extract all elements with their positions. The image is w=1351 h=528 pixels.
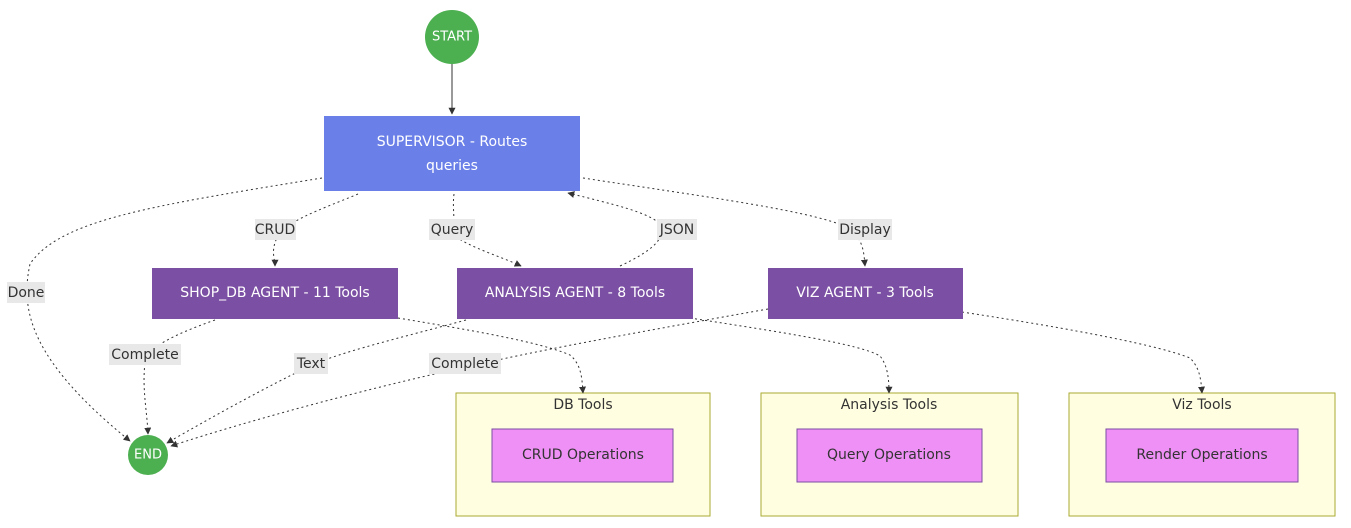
cluster-title-viz-tools: Viz Tools bbox=[1172, 397, 1231, 413]
edge-viz-viz-tools bbox=[961, 311, 1206, 394]
svg-text:Query: Query bbox=[431, 222, 474, 238]
node-supervisor-label-line1: SUPERVISOR - Routes bbox=[377, 134, 528, 150]
edge-label-crud: CRUD bbox=[255, 219, 296, 240]
node-viz-agent-label: VIZ AGENT - 3 Tools bbox=[796, 285, 934, 301]
node-crud-operations[interactable]: CRUD Operations bbox=[491, 428, 674, 483]
node-query-operations[interactable]: Query Operations bbox=[796, 428, 983, 483]
edge-shop-db-db-tools bbox=[397, 317, 587, 394]
node-viz-agent[interactable]: VIZ AGENT - 3 Tools bbox=[768, 268, 963, 319]
svg-text:Done: Done bbox=[8, 285, 45, 301]
edge-analysis-end bbox=[166, 319, 467, 444]
svg-text:JSON: JSON bbox=[659, 222, 695, 238]
edge-label-display: Display bbox=[838, 219, 892, 240]
edge-label-done: Done bbox=[7, 282, 45, 303]
svg-text:Complete: Complete bbox=[111, 347, 178, 363]
node-crud-operations-label: CRUD Operations bbox=[522, 447, 644, 463]
edge-label-json: JSON bbox=[657, 219, 697, 240]
edge-viz-end bbox=[170, 308, 769, 448]
svg-text:Display: Display bbox=[839, 222, 891, 238]
edge-analysis-supervisor bbox=[567, 191, 663, 267]
node-shop-db-agent[interactable]: SHOP_DB AGENT - 11 Tools bbox=[152, 268, 398, 319]
edge-analysis-analysis-tools bbox=[689, 317, 893, 394]
node-shop-db-agent-label: SHOP_DB AGENT - 11 Tools bbox=[180, 285, 369, 301]
node-query-operations-label: Query Operations bbox=[827, 447, 951, 463]
node-render-operations[interactable]: Render Operations bbox=[1105, 428, 1299, 483]
cluster-title-db-tools: DB Tools bbox=[553, 397, 612, 413]
svg-text:Complete: Complete bbox=[431, 356, 498, 372]
node-end-label: END bbox=[134, 448, 162, 463]
node-analysis-agent[interactable]: ANALYSIS AGENT - 8 Tools bbox=[457, 268, 693, 319]
node-start[interactable]: START bbox=[425, 10, 479, 64]
svg-text:CRUD: CRUD bbox=[255, 222, 296, 238]
node-start-label: START bbox=[432, 30, 472, 45]
edge-supervisor-viz bbox=[582, 177, 868, 267]
svg-text:Text: Text bbox=[296, 356, 326, 372]
edge-label-query: Query bbox=[429, 219, 475, 240]
edge-label-complete-viz: Complete bbox=[429, 353, 501, 374]
node-analysis-agent-label: ANALYSIS AGENT - 8 Tools bbox=[485, 285, 665, 301]
edge-label-complete-shop-db: Complete bbox=[109, 344, 181, 365]
node-end[interactable]: END bbox=[128, 435, 168, 475]
node-supervisor-label-line2: queries bbox=[426, 158, 478, 174]
edge-supervisor-shop-db bbox=[271, 193, 359, 267]
node-render-operations-label: Render Operations bbox=[1136, 447, 1267, 463]
cluster-title-analysis-tools: Analysis Tools bbox=[841, 397, 938, 413]
edge-label-text: Text bbox=[294, 353, 328, 374]
edge-shop-db-end bbox=[143, 319, 216, 435]
node-supervisor[interactable]: SUPERVISOR - Routes queries bbox=[324, 116, 580, 191]
